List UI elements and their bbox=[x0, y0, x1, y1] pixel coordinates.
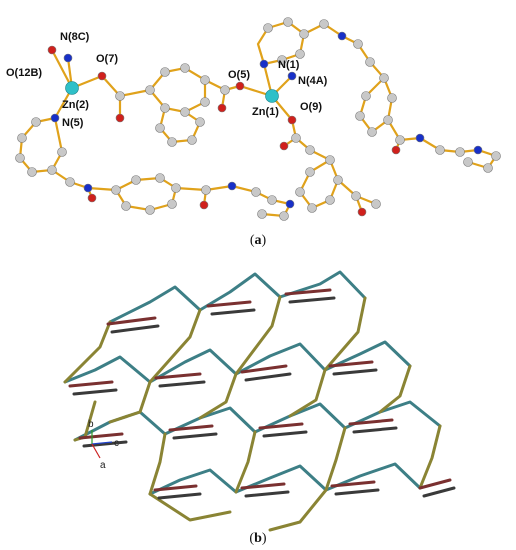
caption-a-letter: a bbox=[255, 233, 262, 248]
label-o7: O(7) bbox=[96, 53, 118, 65]
label-zn1: Zn(1) bbox=[252, 106, 279, 118]
axis-indicator: b c a bbox=[88, 419, 119, 471]
framework-net bbox=[63, 270, 456, 532]
panel-b-network-topology: b c a (b) bbox=[0, 262, 516, 550]
caption-b: (b) bbox=[249, 531, 266, 546]
label-o9: O(9) bbox=[300, 101, 322, 113]
label-n5: N(5) bbox=[62, 117, 84, 129]
axis-label-c: c bbox=[114, 438, 119, 449]
label-n4a: N(4A) bbox=[298, 75, 328, 87]
caption-a: (a) bbox=[250, 233, 267, 248]
atom-labels: N(8C) O(7) O(12B) Zn(2) N(5) O(5) N(1) N… bbox=[6, 31, 328, 129]
label-o5: O(5) bbox=[228, 69, 250, 81]
axis-label-b: b bbox=[88, 419, 94, 430]
label-o12b: O(12B) bbox=[6, 67, 42, 79]
label-n8c: N(8C) bbox=[60, 31, 90, 43]
axis-label-a: a bbox=[100, 460, 106, 471]
atom-spheres bbox=[15, 17, 501, 221]
caption-b-letter: b bbox=[254, 531, 262, 546]
panel-a-crystal-structure: N(8C) O(7) O(12B) Zn(2) N(5) O(5) N(1) N… bbox=[0, 0, 516, 250]
label-n1: N(1) bbox=[278, 59, 300, 71]
molecular-structure-diagram: N(8C) O(7) O(12B) Zn(2) N(5) O(5) N(1) N… bbox=[6, 17, 501, 248]
label-zn2: Zn(2) bbox=[62, 99, 89, 111]
network-framework-diagram: b c a (b) bbox=[63, 270, 456, 546]
